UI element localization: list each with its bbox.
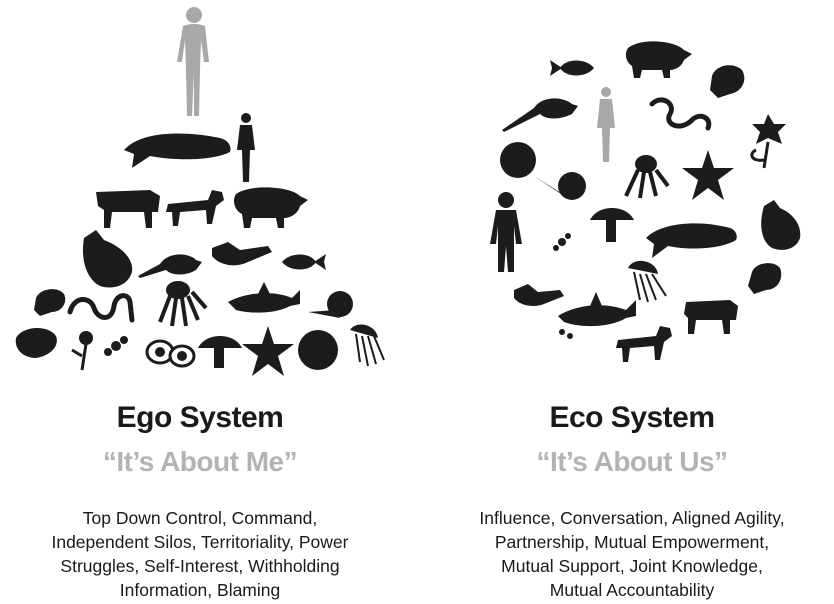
egg-icon xyxy=(145,339,196,368)
ant-icon xyxy=(553,233,571,251)
snake-icon xyxy=(67,293,135,323)
ball-icon xyxy=(500,142,536,178)
man-figure-icon xyxy=(490,192,522,272)
octopus-icon xyxy=(624,155,670,199)
shark-icon xyxy=(558,292,636,327)
woman-figure-icon xyxy=(597,87,615,162)
description-line: Influence, Conversation, Aligned Agility… xyxy=(479,508,785,528)
ego-system-description: Top Down Control, Command, Independent S… xyxy=(0,506,400,602)
pig-icon xyxy=(234,187,308,228)
bird-icon xyxy=(212,242,272,266)
jellyfish-icon xyxy=(350,324,385,367)
human-figure-icon xyxy=(177,7,209,116)
dog-icon xyxy=(616,326,672,362)
ant-icon xyxy=(559,329,573,339)
frog-icon xyxy=(34,289,66,316)
pig-icon xyxy=(625,41,692,78)
rat-icon xyxy=(138,254,202,278)
ego-system-title: Ego System xyxy=(116,401,284,434)
whale-icon xyxy=(646,223,737,258)
description-line: Mutual Accountability xyxy=(549,580,715,600)
ego-system-tagline: “It’s About Me” xyxy=(102,446,298,477)
description-line: Struggles, Self-Interest, Withholding xyxy=(60,556,340,576)
starfish-icon xyxy=(242,326,294,376)
frog-icon xyxy=(710,65,745,98)
jellyfish-icon xyxy=(628,260,667,303)
flower-icon xyxy=(71,331,93,371)
eco-system-title: Eco System xyxy=(549,401,715,434)
hen-icon xyxy=(82,230,133,288)
bird-icon xyxy=(514,284,564,306)
flower-icon xyxy=(750,114,786,169)
description-line: Independent Silos, Territoriality, Power xyxy=(51,532,349,552)
ego-system-panel: Ego System “It’s About Me” Top Down Cont… xyxy=(0,0,400,604)
description-line: Mutual Support, Joint Knowledge, xyxy=(501,556,763,576)
eco-system-tagline: “It’s About Us” xyxy=(536,446,728,477)
snail-icon xyxy=(308,291,353,318)
starfish-icon xyxy=(682,150,734,200)
frog-icon xyxy=(748,263,782,294)
woman-figure-icon xyxy=(237,113,255,182)
eco-system-description: Influence, Conversation, Aligned Agility… xyxy=(430,506,834,602)
dog-icon xyxy=(166,190,224,226)
octopus-icon xyxy=(158,281,208,327)
eco-system-panel: Eco System “It’s About Us” Influence, Co… xyxy=(430,0,834,604)
ball-icon xyxy=(298,330,338,370)
hen-icon xyxy=(761,200,801,250)
mushroom-icon xyxy=(590,208,634,242)
ego-pyramid-illustration xyxy=(15,7,385,376)
snail-icon xyxy=(534,172,586,200)
fish-icon xyxy=(550,60,594,76)
snake-icon xyxy=(649,97,712,131)
ant-icon xyxy=(104,336,128,356)
shark-icon xyxy=(228,282,300,313)
description-line: Partnership, Mutual Empowerment, xyxy=(494,532,770,552)
whale-icon xyxy=(124,133,231,168)
fish-icon xyxy=(282,254,326,270)
cow-icon xyxy=(684,300,738,334)
cow-icon xyxy=(96,190,160,228)
eco-circle-illustration xyxy=(490,41,801,362)
description-line: Information, Blaming xyxy=(119,580,281,600)
bug-icon xyxy=(15,327,57,358)
description-line: Top Down Control, Command, xyxy=(82,508,318,528)
mushroom-icon xyxy=(198,336,242,368)
rat-icon xyxy=(502,98,578,132)
